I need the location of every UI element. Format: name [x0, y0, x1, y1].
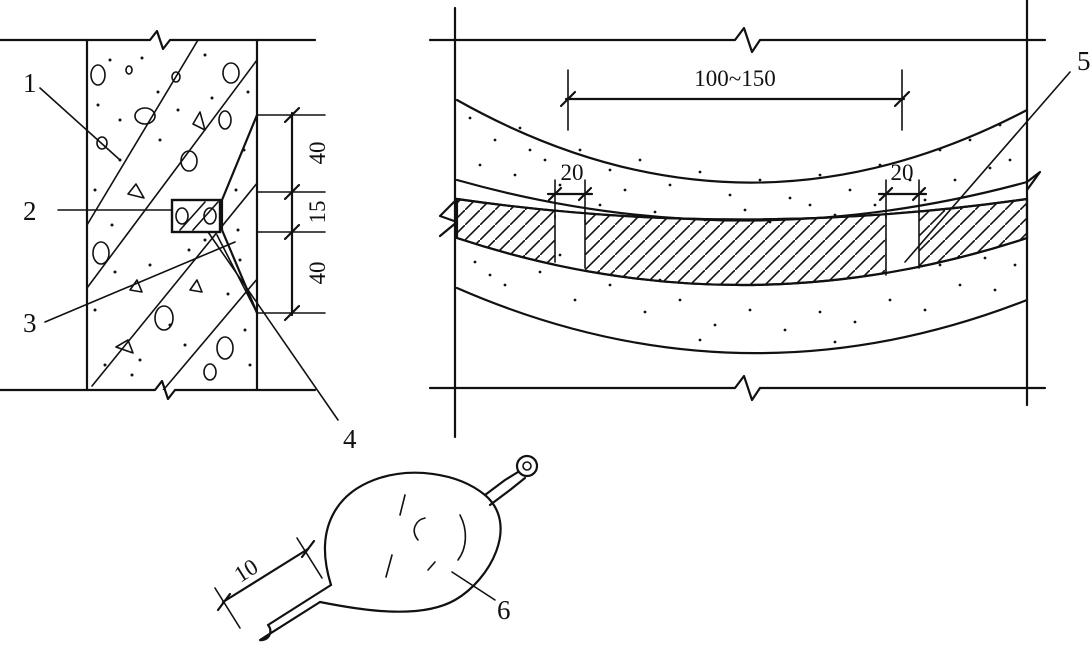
dimension-left-lower: 40 [305, 262, 330, 285]
callout-4: 4 [343, 424, 357, 454]
dimension-gap-right: 20 [891, 160, 914, 185]
callout-1: 1 [23, 68, 37, 98]
dimension-left-middle: 15 [305, 201, 330, 224]
dimension-left-upper: 40 [305, 142, 330, 165]
left-dimension-chain [256, 106, 326, 322]
gap-dimension-left [546, 179, 594, 223]
waterstop-strip [170, 198, 222, 234]
dimension-tool-length: 10 [230, 554, 263, 587]
gap-dimension-right [877, 179, 928, 219]
span-dimension [559, 69, 911, 131]
sand-texture [468, 116, 1017, 344]
wall-section [0, 29, 339, 421]
callout-3: 3 [23, 308, 37, 338]
tool-dimension [214, 537, 323, 629]
callout-6: 6 [497, 595, 511, 625]
dimension-gap-left: 20 [561, 160, 584, 185]
callout-5: 5 [1077, 46, 1091, 76]
curved-joint-section [428, 0, 1071, 439]
dimension-span: 100~150 [694, 66, 775, 91]
trowel-tool [214, 454, 539, 642]
callout-2: 2 [23, 196, 37, 226]
concrete-texture [87, 40, 257, 390]
